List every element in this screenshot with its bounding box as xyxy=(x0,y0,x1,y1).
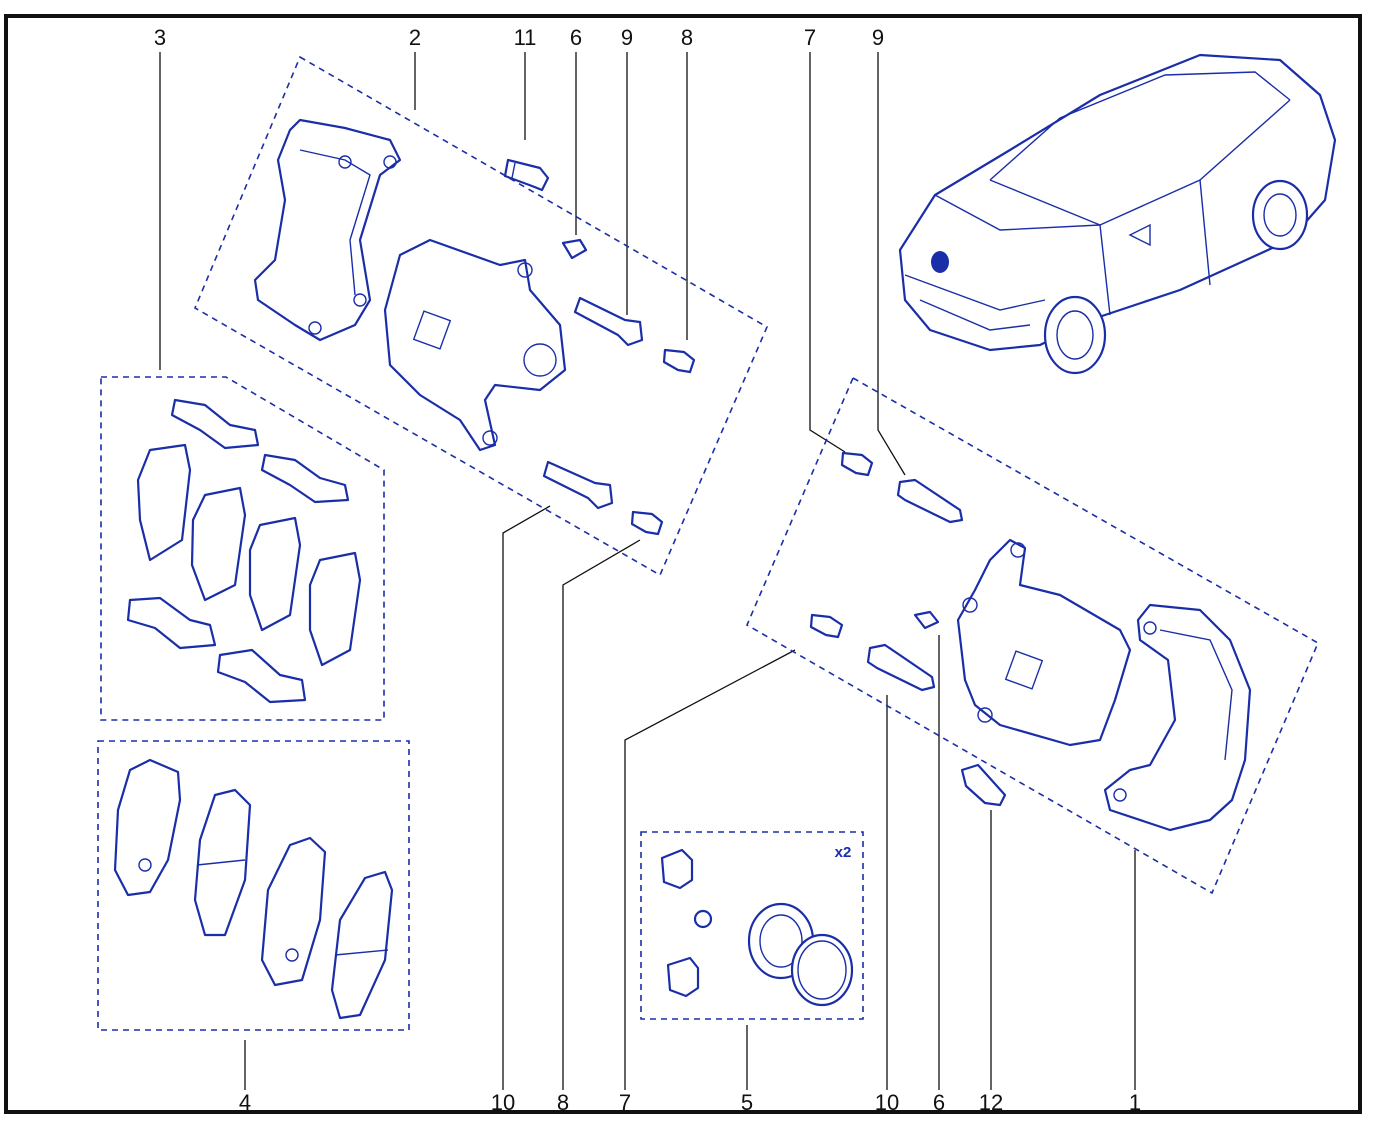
callout-bottom-5: 5 xyxy=(741,1090,753,1115)
guide-pin-icon-9 xyxy=(573,296,644,347)
vehicle-emblem-icon xyxy=(931,251,949,273)
callout-bottom-6: 6 xyxy=(933,1090,945,1115)
bleed-screw-icon-6 xyxy=(561,238,588,260)
callout-bottom-10: 10 xyxy=(491,1090,515,1115)
callout-bottom-8: 8 xyxy=(557,1090,569,1115)
callout-top-2: 2 xyxy=(409,25,421,50)
leader-8b xyxy=(562,539,641,1090)
guide-pin-icon-10 xyxy=(542,460,614,510)
group-4-outline xyxy=(97,740,410,1031)
guide-pin-icon-9b xyxy=(896,478,964,524)
leader-lines xyxy=(159,52,1136,1090)
guide-bolt-icon-12 xyxy=(960,763,1007,807)
callout-top-9b: 9 xyxy=(872,25,884,50)
callout-top-11: 11 xyxy=(514,25,537,50)
callout-bottom-12: 12 xyxy=(979,1090,1003,1115)
vehicle-illustration-icon xyxy=(898,53,1337,375)
bleed-screw-icon-6b xyxy=(913,610,940,630)
seal-kit-icons xyxy=(660,848,854,1007)
bolt-icon-7b xyxy=(809,613,844,639)
callout-bottom-10b: 10 xyxy=(875,1090,899,1115)
callout-bottom-7: 7 xyxy=(619,1090,631,1115)
callout-top-7: 7 xyxy=(804,25,816,50)
brake-caliper-icon-right xyxy=(956,538,1132,747)
callout-top-9: 9 xyxy=(621,25,633,50)
brake-caliper-icon-left xyxy=(383,238,567,452)
leader-7b xyxy=(624,649,796,1090)
guide-bolt-icon-11 xyxy=(503,158,550,192)
leader-10 xyxy=(502,505,551,1090)
guide-pin-icon-10b xyxy=(866,643,936,692)
caliper-bracket-icon-right xyxy=(1103,603,1252,832)
group-5-outline xyxy=(640,831,864,1020)
group-3-outline xyxy=(100,376,385,721)
callout-top-8: 8 xyxy=(681,25,693,50)
brake-pad-icons xyxy=(113,758,394,1020)
callout-bottom-4: 4 xyxy=(239,1090,251,1115)
bolt-icon-8b xyxy=(630,510,664,536)
pad-shim-icons xyxy=(136,443,362,667)
leader-9b xyxy=(877,52,906,476)
leader-7 xyxy=(809,52,846,453)
top-callouts: 3 2 11 6 9 8 7 9 xyxy=(154,25,884,50)
group-1-outline xyxy=(745,376,1320,895)
pad-clip-icons xyxy=(126,398,350,704)
bolt-icon-7 xyxy=(840,451,874,477)
callout-top-3: 3 xyxy=(154,25,166,50)
callout-bottom-1: 1 xyxy=(1129,1090,1141,1115)
caliper-bracket-icon-left xyxy=(253,118,402,342)
assembly-groups xyxy=(97,55,1320,1031)
bottom-callouts: 4 10 8 7 5 10 6 12 1 xyxy=(239,1090,1141,1115)
bolt-icon-8 xyxy=(662,348,696,374)
callout-top-6: 6 xyxy=(570,25,582,50)
kit-quantity-note: x2 xyxy=(835,844,852,861)
